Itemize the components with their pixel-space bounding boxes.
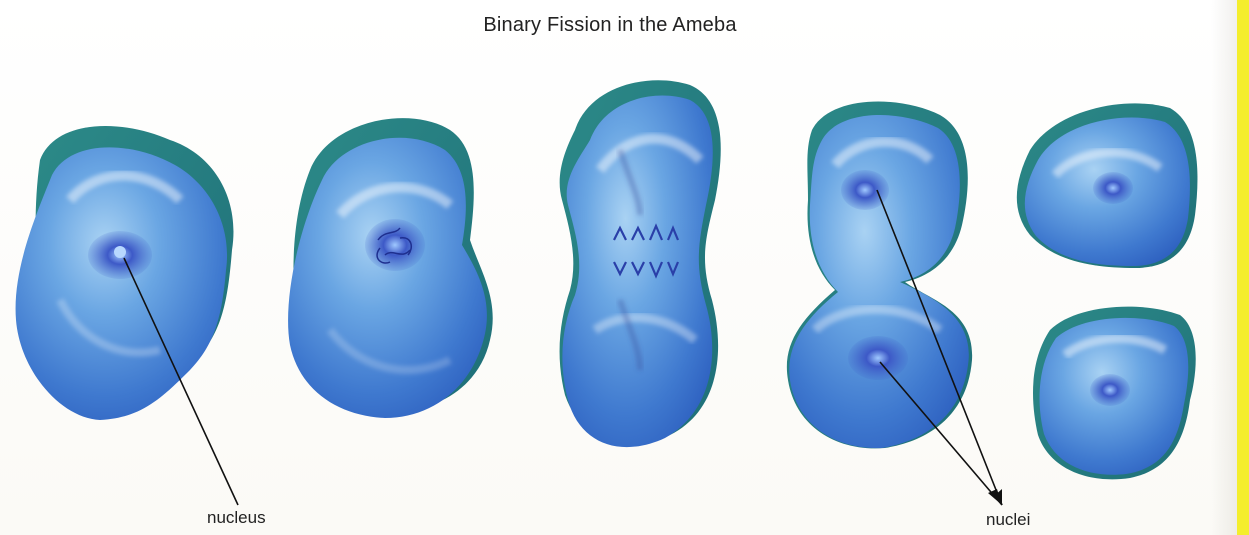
page-edge-shadow: [1211, 0, 1237, 535]
nucleus-daughter-top: [1093, 172, 1133, 204]
nuclei-label: nuclei: [986, 510, 1030, 530]
nucleus-daughter-bottom: [1090, 374, 1130, 406]
ameba-stage-1: [16, 126, 234, 420]
nucleus-label: nucleus: [207, 508, 266, 528]
ameba-stage-5: [1017, 103, 1198, 479]
ameba-stage-4: [787, 101, 972, 448]
daughter-cell-top: [1017, 103, 1198, 268]
ameba-stage-3: [560, 80, 721, 447]
daughter-cell-bottom: [1033, 307, 1196, 480]
page-edge-strip: [1237, 0, 1249, 535]
nucleus-stage-2: [365, 219, 425, 271]
nucleus-lower-stage-4: [848, 336, 908, 380]
ameba-stage-2: [288, 118, 493, 418]
